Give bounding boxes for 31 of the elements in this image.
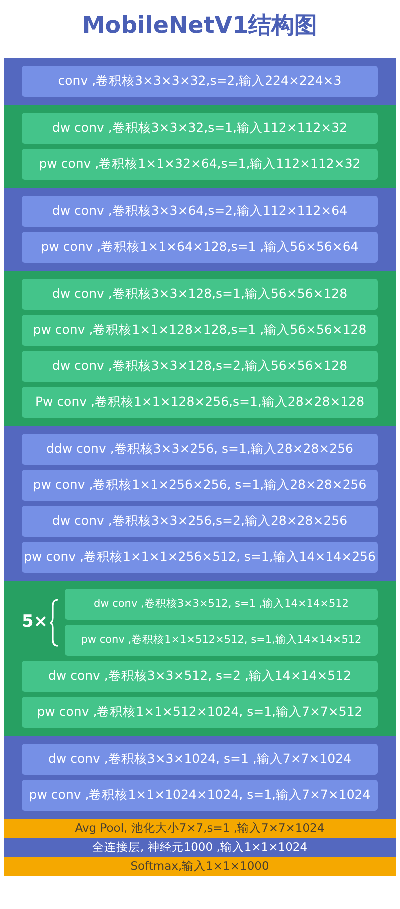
layer-box: pw conv ,卷积核1×1×1024×1024, s=1,输入7×7×1024 <box>22 780 378 811</box>
layer-box: pw conv ,卷积核1×1×256×256, s=1,输入28×28×256 <box>22 470 378 501</box>
layer-box: dw conv ,卷积核3×3×128,s=1,输入56×56×128 <box>22 279 378 310</box>
layer-bar: Avg Pool, 池化大小7×7,s=1 ,输入7×7×1024 <box>4 819 396 838</box>
layer-box: dw conv ,卷积核3×3×512, s=2 ,输入14×14×512 <box>22 661 378 692</box>
stage-band <box>4 426 396 581</box>
layer-box: pw conv ,卷积核1×1×128×128,s=1 ,输入56×56×128 <box>22 315 378 346</box>
layer-box: pw conv ,卷积核1×1×32×64,s=1,输入112×112×32 <box>22 149 378 180</box>
layer-box: pw conv ,卷积核1×1×512×1024, s=1,输入7×7×512 <box>22 697 378 728</box>
layer-box: dw conv ,卷积核3×3×1024, s=1 ,输入7×7×1024 <box>22 744 378 775</box>
repeat-count: 5× <box>22 610 48 634</box>
layer-box: pw conv ,卷积核1×1×64×128,s=1 ,输入56×56×64 <box>22 232 378 263</box>
stage-band <box>4 188 396 271</box>
layer-box: dw conv ,卷积核3×3×256,s=2,输入28×28×256 <box>22 506 378 537</box>
layer-box: dw conv ,卷积核3×3×128,s=2,输入56×56×128 <box>22 351 378 382</box>
stage-band <box>4 58 396 105</box>
layer-box: pw conv ,卷积核1×1×1×256×512, s=1,输入14×14×256 <box>22 542 378 573</box>
layer-bar: 全连接层, 神经元1000 ,输入1×1×1024 <box>4 838 396 857</box>
layer-box: ddw conv ,卷积核3×3×256, s=1,输入28×28×256 <box>22 434 378 465</box>
layer-bar: Softmax,输入1×1×1000 <box>4 857 396 876</box>
layer-box: Pw conv ,卷积核1×1×128×256,s=1,输入28×28×128 <box>22 387 378 418</box>
layer-box: dw conv ,卷积核3×3×32,s=1,输入112×112×32 <box>22 113 378 144</box>
stage-band <box>4 105 396 188</box>
layer-box: conv ,卷积核3×3×3×32,s=2,输入224×224×3 <box>22 66 378 97</box>
stage-band <box>4 736 396 819</box>
stage-band <box>4 271 396 426</box>
layer-box: pw conv ,卷积核1×1×512×512, s=1,输入14×14×512 <box>65 625 378 656</box>
title: MobileNetV1结构图 <box>82 12 318 41</box>
stage-band <box>4 581 396 736</box>
layer-box: dw conv ,卷积核3×3×512, s=1 ,输入14×14×512 <box>65 589 378 620</box>
layer-box: dw conv ,卷积核3×3×64,s=2,输入112×112×64 <box>22 196 378 227</box>
